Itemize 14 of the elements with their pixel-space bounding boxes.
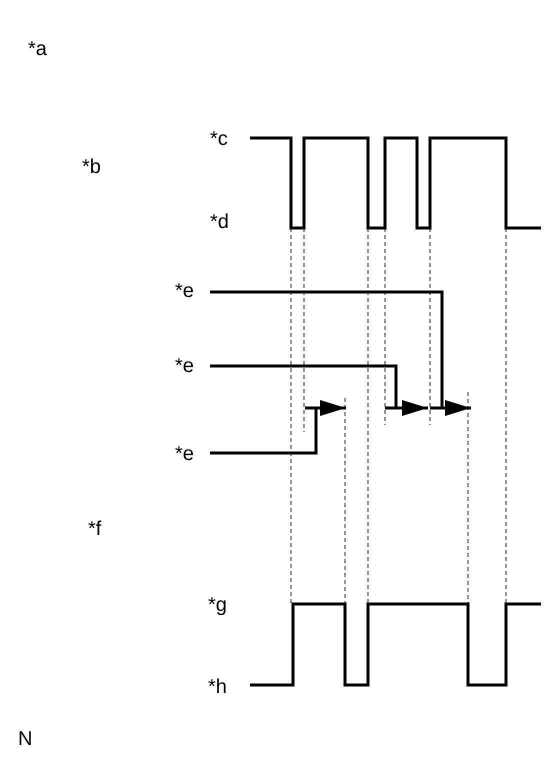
signal-level-label: *d <box>210 211 229 233</box>
leader-line <box>210 290 444 408</box>
callout-label: *b <box>82 156 101 178</box>
leader-line <box>210 408 318 454</box>
signal-level-label: *h <box>208 676 227 698</box>
callout-label: *e <box>175 355 194 377</box>
signal-level-label: *g <box>208 594 227 616</box>
leader-line <box>210 364 398 408</box>
callout-label: *e <box>175 443 194 465</box>
callout-label: *f <box>88 518 102 540</box>
callout-label: *a <box>28 38 47 60</box>
figure-code: N <box>18 728 32 750</box>
callout-label: *e <box>175 280 194 302</box>
signal-level-label: *c <box>210 128 228 150</box>
